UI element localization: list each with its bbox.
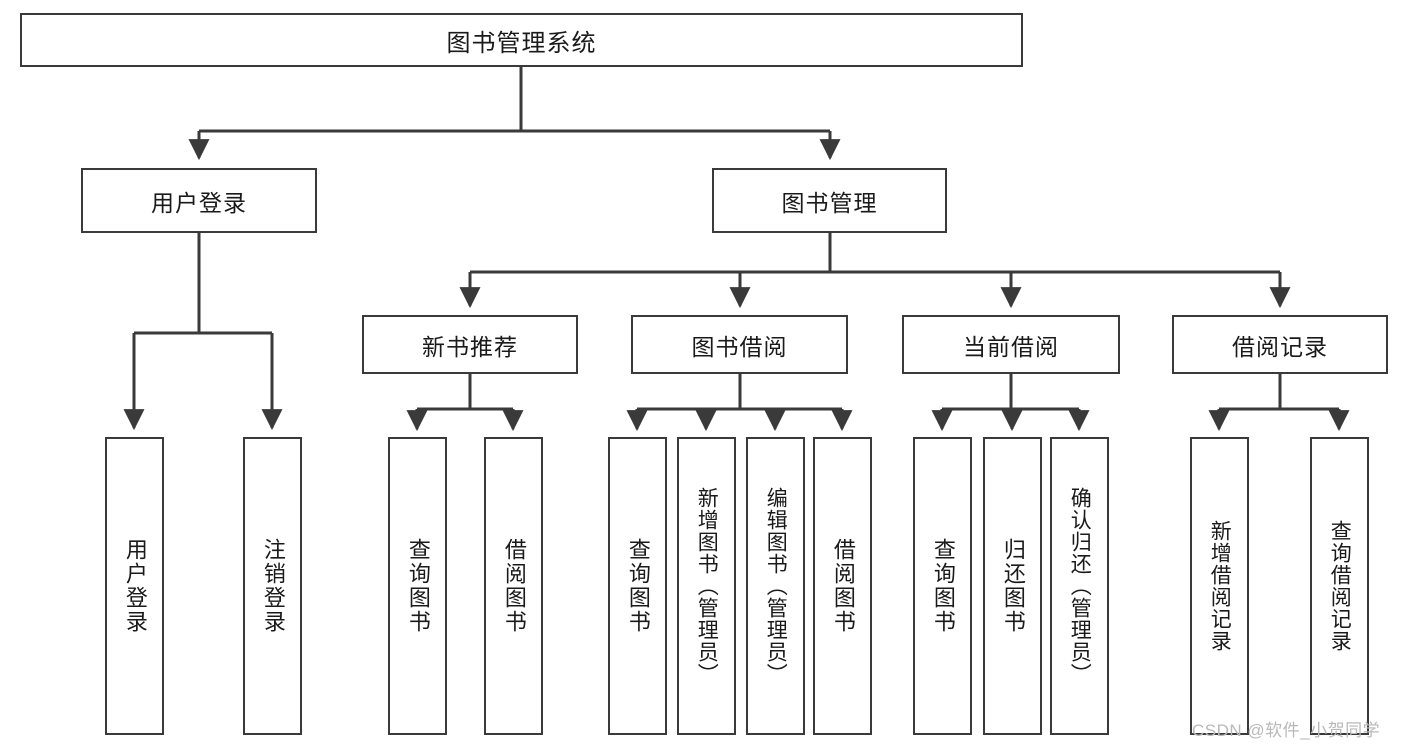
node-leaf-label: 编辑图书（管理员）	[764, 487, 788, 685]
node-level3-1[interactable]: 图书借阅	[631, 315, 848, 374]
node-level3-label: 新书推荐	[422, 333, 518, 360]
node-level2-label: 图书管理	[781, 189, 878, 216]
node-leaf-10[interactable]: 确认归还（管理员）	[1050, 437, 1109, 735]
node-leaf-1[interactable]: 注销登录	[243, 437, 302, 735]
node-leaf-3[interactable]: 借阅图书	[484, 437, 543, 735]
node-leaf-7[interactable]: 借阅图书	[813, 437, 872, 735]
node-leaf-label: 注销登录	[260, 538, 286, 634]
node-level3-3[interactable]: 借阅记录	[1172, 315, 1388, 374]
node-level3-label: 当前借阅	[963, 333, 1059, 360]
csdn-watermark: CSDN @软件_小贺同学	[1192, 721, 1381, 740]
node-leaf-label: 查询图书	[405, 538, 431, 634]
node-leaf-8[interactable]: 查询图书	[913, 437, 972, 735]
node-level3-2[interactable]: 当前借阅	[902, 315, 1120, 374]
node-leaf-label: 新增图书（管理员）	[695, 487, 719, 685]
node-leaf-0[interactable]: 用户登录	[105, 437, 164, 735]
node-leaf-4[interactable]: 查询图书	[608, 437, 667, 735]
node-leaf-label: 查询借阅记录	[1328, 520, 1352, 652]
node-leaf-label: 查询图书	[930, 538, 956, 634]
node-leaf-label: 新增借阅记录	[1208, 520, 1232, 652]
node-root-label: 图书管理系统	[446, 29, 597, 57]
node-level3-label: 借阅记录	[1232, 333, 1328, 360]
node-level2-1[interactable]: 图书管理	[712, 168, 947, 233]
node-leaf-label: 借阅图书	[830, 538, 856, 634]
node-leaf-12[interactable]: 查询借阅记录	[1310, 437, 1369, 735]
node-leaf-label: 借阅图书	[501, 538, 527, 634]
node-level2-label: 用户登录	[151, 189, 247, 216]
node-leaf-5[interactable]: 新增图书（管理员）	[677, 437, 736, 735]
node-leaf-label: 归还图书	[1000, 538, 1026, 634]
node-level2-0[interactable]: 用户登录	[81, 168, 317, 233]
node-leaf-2[interactable]: 查询图书	[388, 437, 447, 735]
node-leaf-label: 确认归还（管理员）	[1068, 487, 1092, 685]
node-leaf-9[interactable]: 归还图书	[983, 437, 1042, 735]
node-leaf-11[interactable]: 新增借阅记录	[1190, 437, 1249, 735]
node-leaf-label: 查询图书	[625, 538, 651, 634]
node-leaf-6[interactable]: 编辑图书（管理员）	[746, 437, 805, 735]
node-level3-label: 图书借阅	[691, 333, 788, 360]
node-leaf-label: 用户登录	[122, 538, 148, 634]
node-level3-0[interactable]: 新书推荐	[362, 315, 578, 374]
node-root-system[interactable]: 图书管理系统	[20, 13, 1023, 67]
